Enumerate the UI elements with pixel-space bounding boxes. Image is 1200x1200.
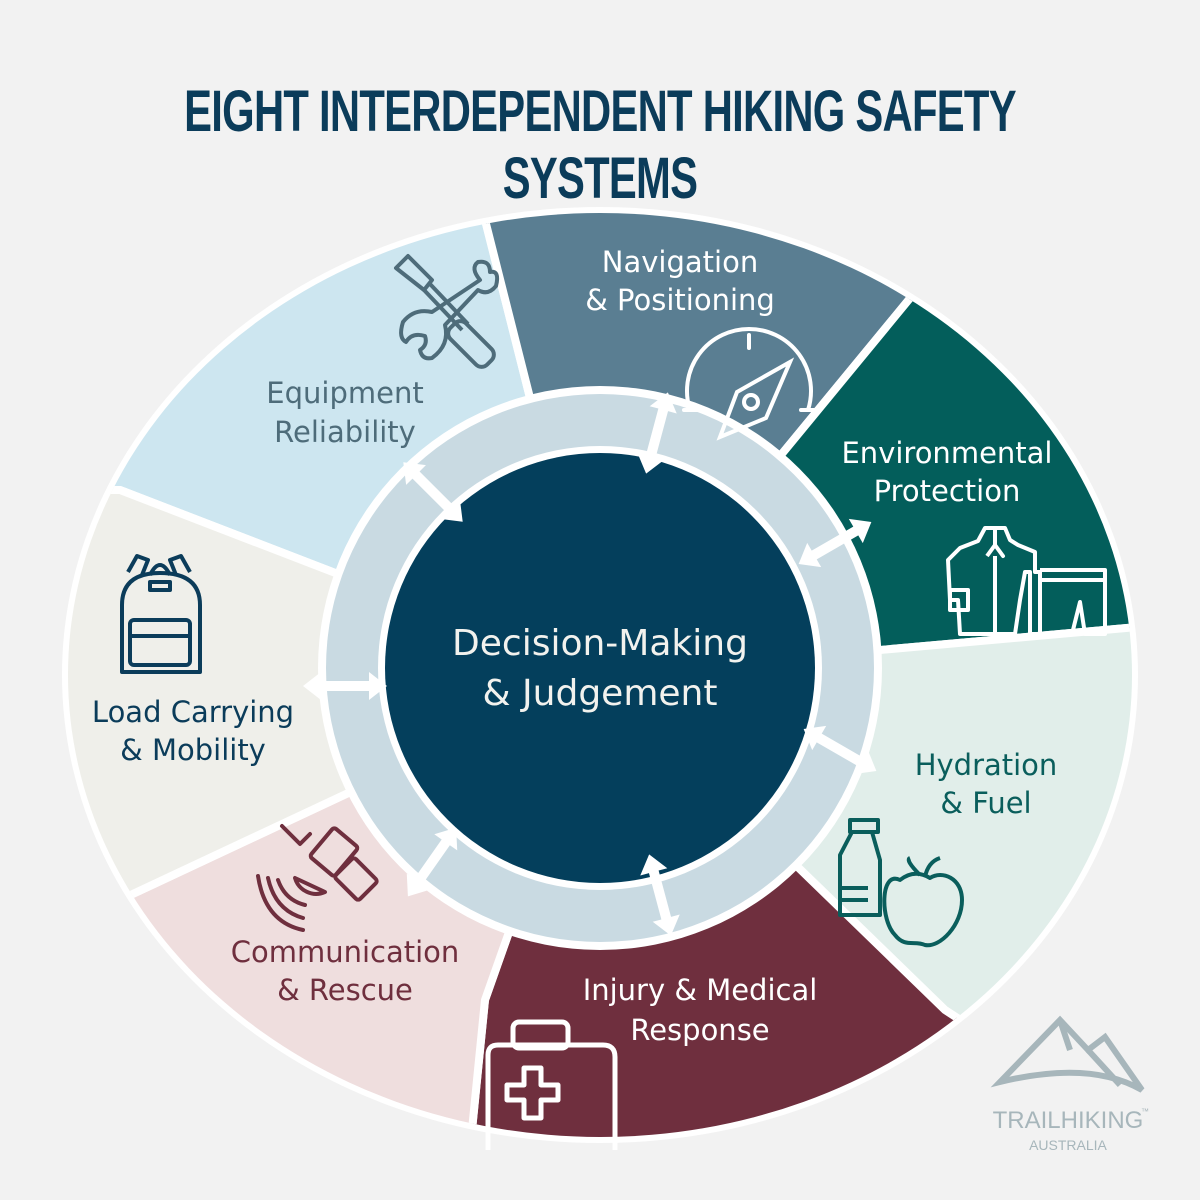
center-label-line1: Decision-Making — [452, 623, 748, 664]
label-navigation-1: Navigation — [602, 245, 758, 279]
tools-icon — [394, 254, 500, 369]
backpack-icon — [120, 554, 202, 674]
page-title: EIGHT INTERDEPENDENT HIKING SAFETY SYSTE… — [184, 79, 1016, 211]
label-environmental-2: Protection — [874, 474, 1021, 508]
logo-name: TRAILHIKING — [993, 1107, 1144, 1134]
first-aid-kit-icon — [485, 1019, 618, 1150]
bottle-apple-icon — [838, 818, 964, 948]
center-circle[interactable] — [385, 453, 815, 883]
clothing-icon — [946, 526, 1107, 636]
label-navigation-2: & Positioning — [585, 283, 775, 317]
double-arrow-icon — [640, 854, 680, 936]
compass-icon — [682, 326, 816, 441]
satellite-icon — [256, 824, 379, 932]
double-arrow-icon — [303, 672, 387, 700]
label-injury-2: Response — [630, 1013, 769, 1047]
mountain-logo-icon — [990, 1015, 1145, 1093]
double-arrow-icon — [637, 392, 677, 474]
label-communication-2: & Rescue — [277, 973, 413, 1007]
center-label-line2: & Judgement — [483, 673, 718, 714]
label-equipment-2: Reliability — [274, 415, 416, 449]
label-communication-1: Communication — [231, 935, 460, 969]
label-injury-1: Injury & Medical — [583, 973, 818, 1007]
label-hydration-2: & Fuel — [940, 786, 1031, 820]
label-equipment-1: Equipment — [266, 376, 423, 410]
double-arrow-icon — [798, 518, 872, 568]
label-hydration-1: Hydration — [915, 748, 1058, 782]
logo-tm: ™ — [1141, 1107, 1149, 1116]
logo-sub: AUSTRALIA — [1029, 1137, 1107, 1153]
double-arrow-icon — [406, 827, 458, 897]
label-environmental-1: Environmental — [841, 436, 1052, 470]
double-arrow-icon — [403, 462, 463, 522]
label-load-1: Load Carrying — [92, 695, 294, 729]
trailhiking-logo[interactable]: TRAILHIKING ™ AUSTRALIA — [990, 1015, 1149, 1153]
double-arrow-icon — [803, 725, 877, 775]
label-load-2: & Mobility — [120, 733, 266, 767]
connector-arrows — [303, 392, 877, 936]
